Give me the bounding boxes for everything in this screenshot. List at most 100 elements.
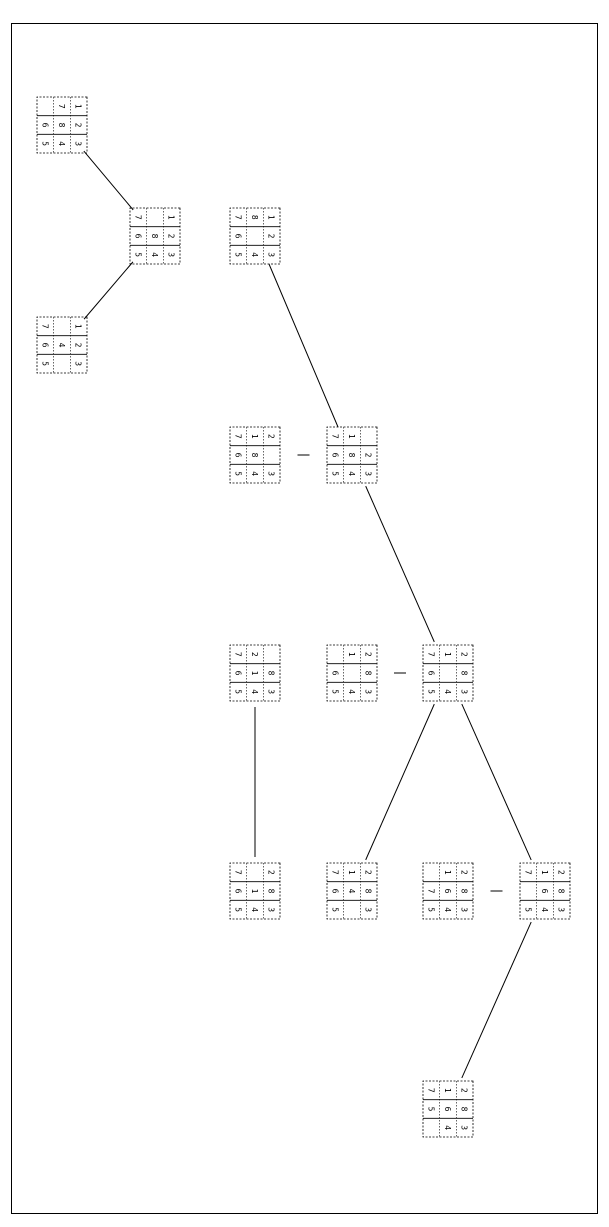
tile-value: 4 [347, 471, 356, 476]
tile-value: 3 [460, 907, 469, 912]
tile-value: 4 [443, 689, 452, 694]
tile-value: 6 [233, 671, 242, 676]
tile-value: 5 [330, 907, 339, 912]
tile-value: 4 [57, 141, 66, 146]
tile-value: 8 [557, 889, 566, 894]
tile-value: 6 [426, 671, 435, 676]
tile-value: 3 [267, 471, 276, 476]
tile-value: 1 [443, 870, 452, 875]
tile-value: 7 [233, 870, 242, 875]
tile-value: 5 [40, 361, 49, 366]
puzzle-board: 1 2 3 8 4 7 6 5 [129, 207, 181, 265]
tile-value: 4 [57, 343, 66, 348]
tree-edge [461, 921, 532, 1079]
tile-value: 1 [347, 652, 356, 657]
tile-value: 6 [233, 234, 242, 239]
tree-edge [83, 150, 134, 211]
board-outline [36, 316, 88, 374]
tile-value: 4 [250, 689, 259, 694]
tile-value: 6 [133, 234, 142, 239]
tile-value: 1 [347, 870, 356, 875]
tile-value: 5 [233, 471, 242, 476]
tile-value: 3 [167, 252, 176, 257]
tile-value: 1 [250, 889, 259, 894]
tile-value: 1 [540, 870, 549, 875]
tile-value: 6 [443, 889, 452, 894]
tile-value: 4 [250, 471, 259, 476]
tree-edge [365, 485, 435, 643]
board-outline [129, 207, 181, 265]
board-outline [229, 207, 281, 265]
board-outline [229, 862, 281, 920]
tile-value: 2 [364, 870, 373, 875]
tile-value: 5 [133, 252, 142, 257]
tile-value: 6 [40, 343, 49, 348]
tile-value: 2 [74, 123, 83, 128]
tile-value: 1 [267, 215, 276, 220]
tile-value: 2 [557, 870, 566, 875]
tile-value: 5 [233, 907, 242, 912]
tile-value: 1 [74, 104, 83, 109]
tile-value: 7 [330, 434, 339, 439]
tile-value: 3 [460, 689, 469, 694]
tile-value: 7 [330, 870, 339, 875]
tile-value: 6 [330, 453, 339, 458]
tile-value: 8 [460, 889, 469, 894]
tile-value: 6 [540, 889, 549, 894]
tile-value: 3 [74, 141, 83, 146]
tile-value: 8 [267, 889, 276, 894]
tile-value: 7 [233, 215, 242, 220]
board-outline [229, 644, 281, 702]
board-outline [519, 862, 571, 920]
tile-value: 5 [330, 689, 339, 694]
board-outline [229, 426, 281, 484]
tile-value: 5 [40, 141, 49, 146]
tile-value: 3 [267, 907, 276, 912]
tile-value: 7 [233, 652, 242, 657]
tile-value: 8 [267, 671, 276, 676]
tile-value: 2 [250, 652, 259, 657]
tile-value: 7 [133, 215, 142, 220]
tree-edge [268, 263, 339, 428]
tile-value: 8 [460, 671, 469, 676]
tile-value: 4 [150, 252, 159, 257]
tile-value: 8 [250, 215, 259, 220]
tile-value: 2 [267, 870, 276, 875]
tile-value: 7 [523, 870, 532, 875]
tile-value: 5 [426, 1107, 435, 1112]
tree-edge [83, 261, 134, 320]
tile-value: 1 [443, 652, 452, 657]
board-outline [422, 644, 474, 702]
tile-value: 3 [364, 689, 373, 694]
tile-value: 7 [426, 652, 435, 657]
tile-value: 8 [150, 234, 159, 239]
tile-value: 3 [557, 907, 566, 912]
tile-value: 6 [233, 889, 242, 894]
tile-value: 5 [330, 471, 339, 476]
tile-value: 8 [57, 123, 66, 128]
tile-value: 5 [523, 907, 532, 912]
tile-value: 2 [74, 343, 83, 348]
tile-value: 1 [443, 1088, 452, 1093]
tile-value: 8 [460, 1107, 469, 1112]
tile-value: 4 [250, 907, 259, 912]
tile-value: 8 [364, 671, 373, 676]
tile-value: 2 [460, 652, 469, 657]
tile-value: 7 [57, 104, 66, 109]
tile-value: 8 [364, 889, 373, 894]
tile-value: 2 [267, 234, 276, 239]
tile-value: 2 [167, 234, 176, 239]
tile-value: 6 [233, 453, 242, 458]
tile-value: 1 [167, 215, 176, 220]
tile-value: 6 [330, 671, 339, 676]
